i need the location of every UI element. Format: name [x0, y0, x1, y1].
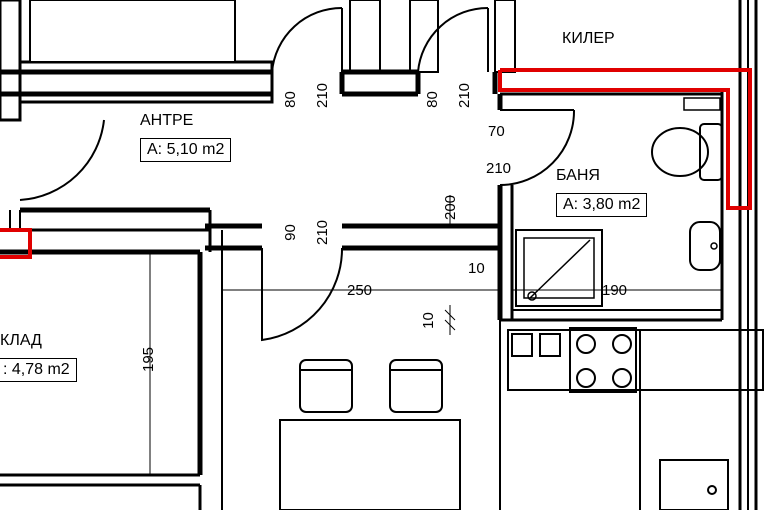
burner — [612, 368, 632, 388]
dining-table — [279, 419, 461, 510]
chair — [389, 359, 443, 413]
burner — [576, 334, 596, 354]
room-area-antre: A: 5,10 m2 — [140, 138, 232, 162]
wall-segment — [494, 0, 516, 73]
stove — [569, 327, 637, 393]
shower-inner — [523, 237, 595, 299]
dim-10a: 10 — [468, 260, 485, 277]
basin-drain — [710, 242, 718, 250]
outlet — [511, 333, 533, 357]
toilet-tank — [699, 123, 723, 181]
kitchen-counter — [659, 459, 729, 510]
shower-drain — [527, 291, 537, 301]
chair — [299, 359, 353, 413]
room-area-banya: A: 3,80 m2 — [556, 193, 648, 217]
dim-250: 250 — [347, 282, 373, 299]
door-swing — [271, 6, 343, 73]
dim-door1-width: 80 — [281, 91, 299, 108]
highlight-outline — [0, 228, 32, 259]
burner — [576, 368, 596, 388]
wall-segment — [0, 0, 22, 122]
washbasin — [689, 221, 721, 271]
room-label-sklad: КЛАД — [0, 332, 42, 349]
dim-195: 195 — [140, 346, 158, 373]
dim-10b: 10 — [419, 312, 437, 329]
door-swing — [261, 247, 344, 342]
dim-door3-width: 70 — [488, 123, 505, 140]
dim-door4-height: 210 — [314, 219, 332, 246]
burner — [612, 334, 632, 354]
wall-segment — [349, 0, 381, 73]
dim-door2-height: 210 — [456, 82, 474, 109]
outlet — [539, 333, 561, 357]
door-swing — [499, 109, 576, 186]
room-area-sklad: : 4,78 m2 — [0, 358, 77, 382]
dim-door2-width: 80 — [423, 91, 441, 108]
sink-drain — [707, 485, 717, 495]
wall-segment — [29, 0, 236, 63]
bathroom-shelf — [683, 97, 721, 111]
dim-door3-height: 210 — [486, 160, 512, 177]
shower-tray — [515, 229, 603, 307]
shower-diagonal — [529, 239, 591, 299]
door-swing — [417, 6, 489, 73]
toilet-bowl — [651, 127, 709, 177]
dim-190: 190 — [602, 282, 628, 299]
wall-segment — [409, 0, 439, 73]
room-label-banya: БАНЯ — [556, 167, 600, 184]
highlight-outline — [498, 68, 752, 210]
dim-door4-width: 90 — [281, 224, 299, 241]
dim-door1-height: 210 — [314, 82, 332, 109]
dim-wall-200: 200 — [442, 194, 460, 221]
room-label-kiler: КИЛЕР — [562, 30, 615, 47]
room-label-antre: АНТРЕ — [140, 112, 194, 129]
door-swing — [19, 119, 105, 201]
